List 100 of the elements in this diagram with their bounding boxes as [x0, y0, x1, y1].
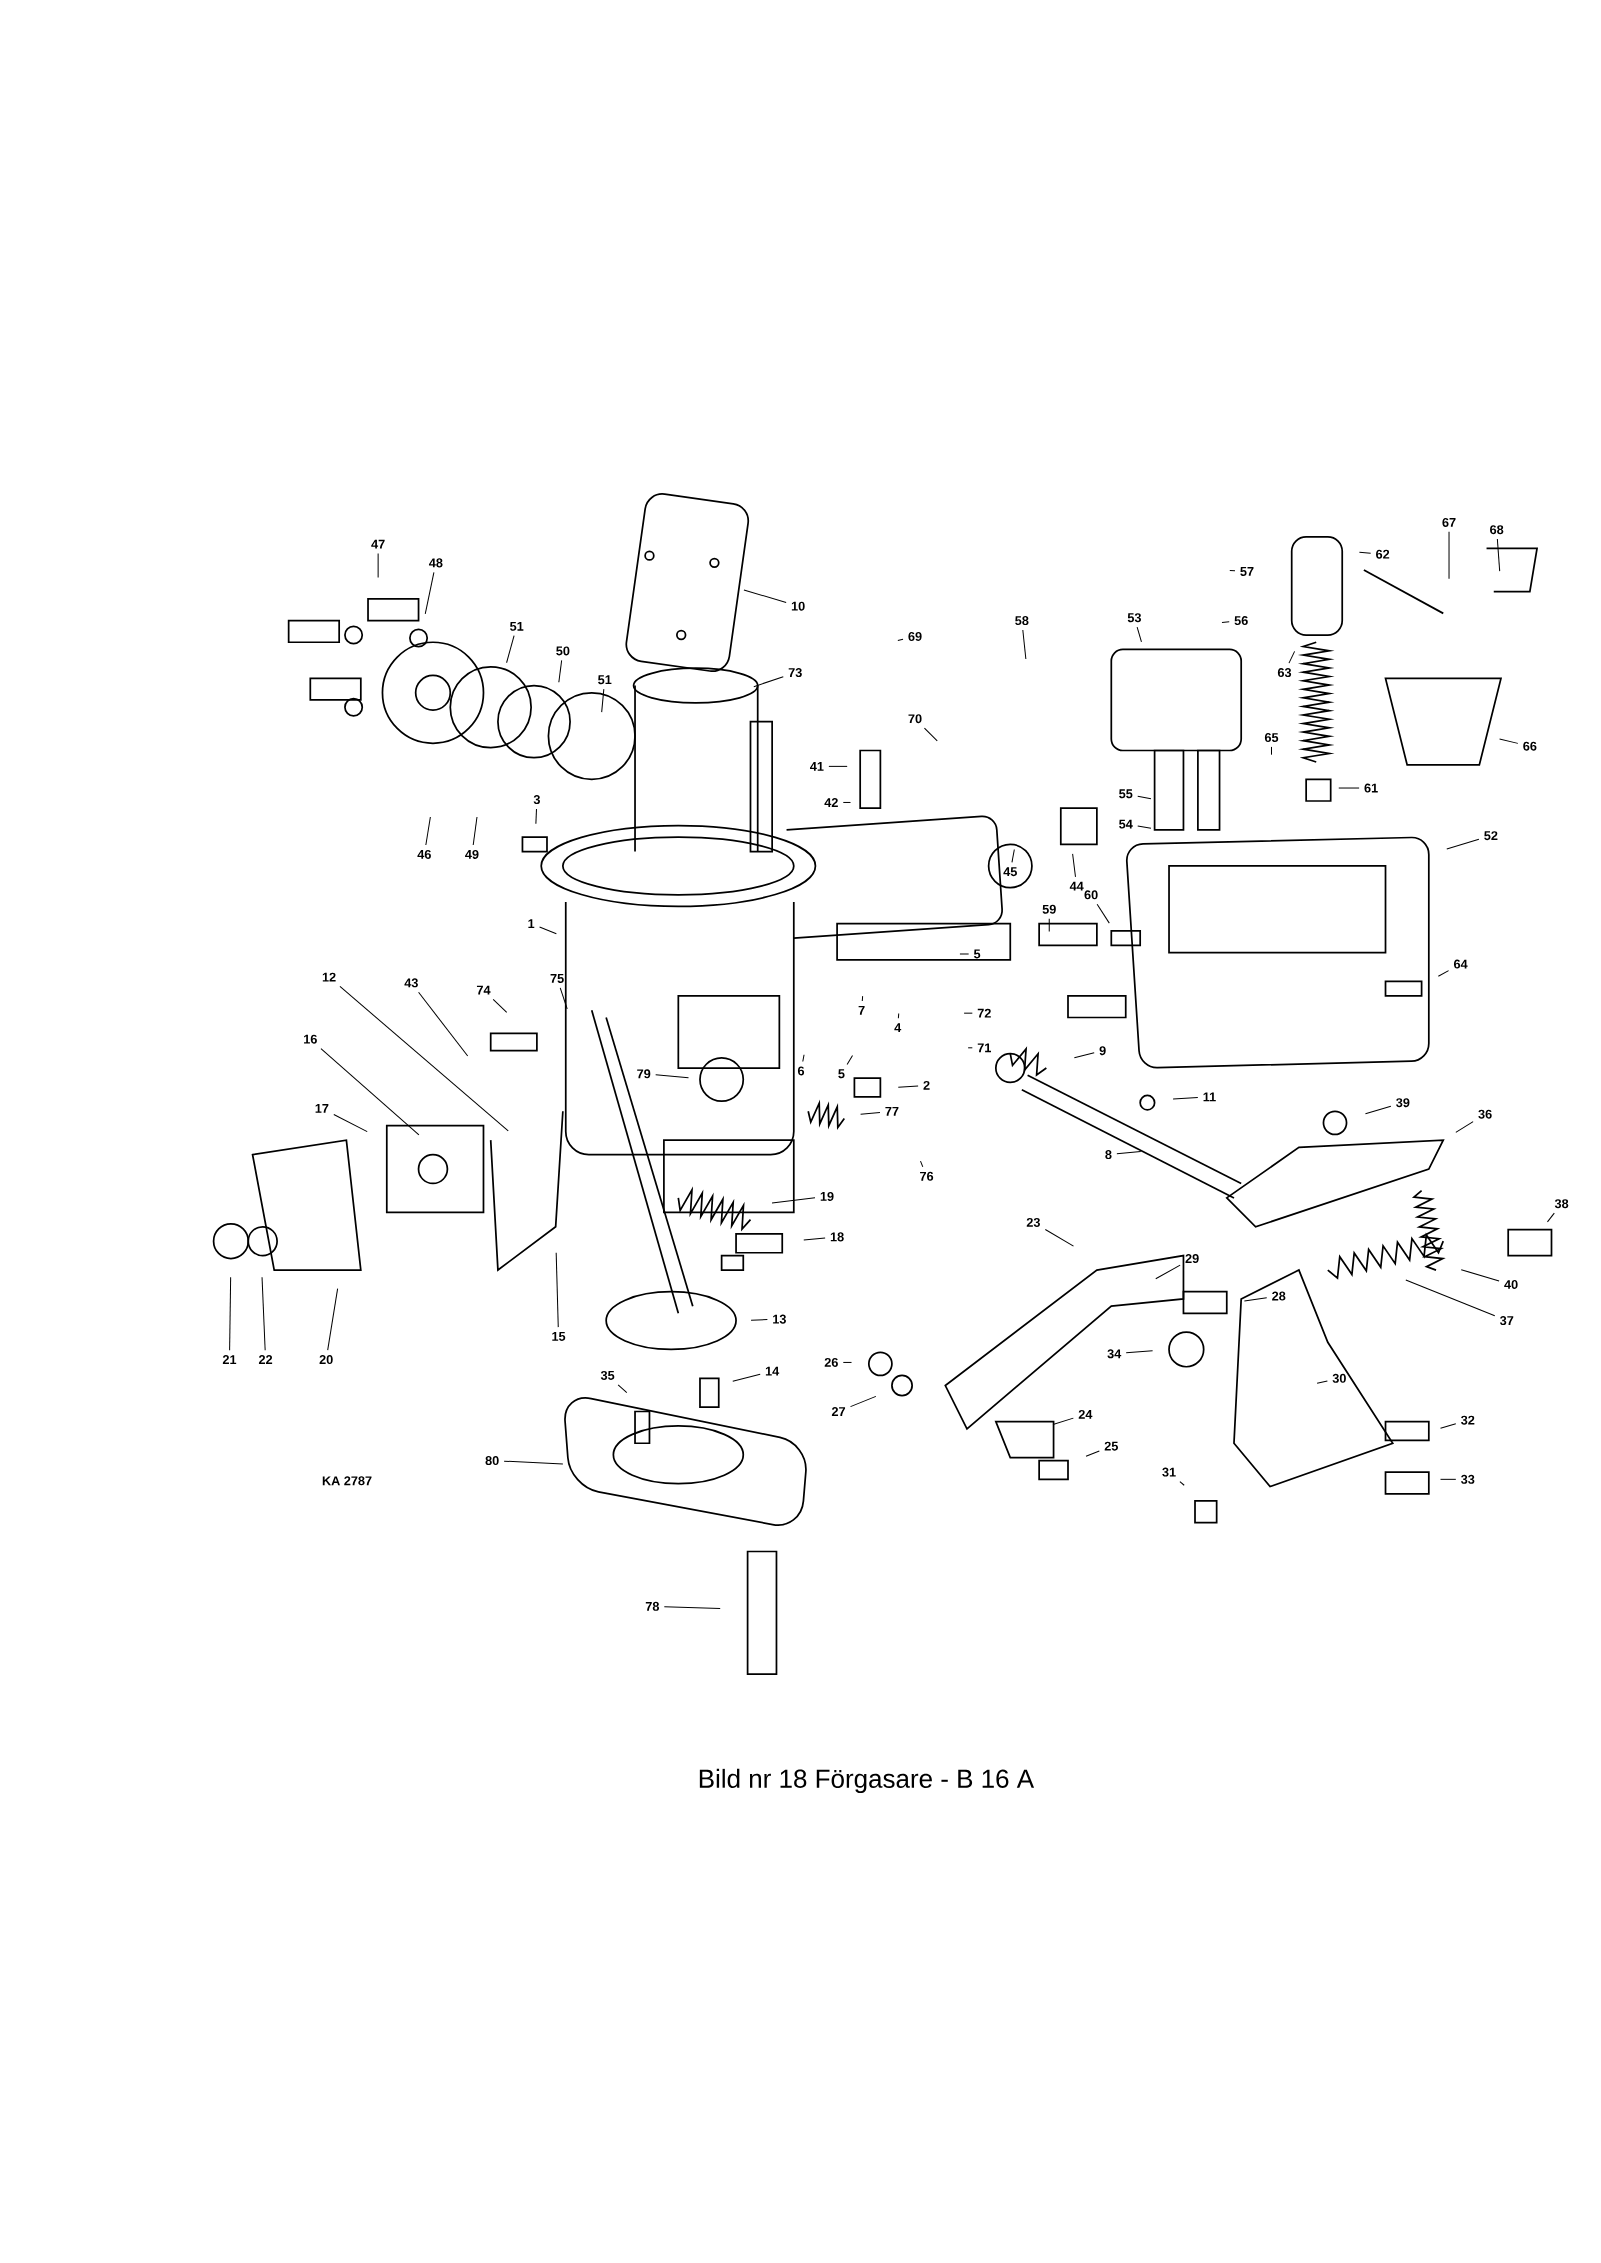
leader-line — [327, 1288, 339, 1351]
leader-line — [1440, 1423, 1457, 1429]
callout-number: 20 — [319, 1355, 333, 1365]
callout-number: 33 — [1461, 1474, 1475, 1484]
leader-line — [1179, 1481, 1185, 1486]
caption: Bild nr 18 Förgasare - B 16 A — [700, 1768, 1035, 1794]
callout-number: 35 — [601, 1370, 615, 1380]
callout-number: 66 — [1523, 741, 1537, 751]
leader-line — [1455, 1121, 1474, 1133]
leader-line — [377, 552, 379, 578]
leader-line — [1172, 1097, 1199, 1100]
leader-line — [1011, 849, 1016, 863]
leader-line — [750, 1319, 769, 1321]
callout-number: 67 — [1442, 517, 1456, 527]
callout-number: 56 — [1234, 616, 1248, 626]
callout-number: 32 — [1461, 1415, 1475, 1425]
callout-number: 48 — [429, 558, 443, 568]
callout-number: 76 — [920, 1171, 934, 1181]
leader-line — [860, 1111, 881, 1115]
leader-line — [1072, 853, 1077, 878]
callout-number: 40 — [1504, 1280, 1518, 1289]
callout-number: 49 — [465, 849, 479, 859]
leader-line — [229, 1276, 232, 1351]
callout-number: 44 — [1070, 881, 1084, 891]
callout-number: 24 — [1078, 1409, 1093, 1419]
callout-number: 58 — [1015, 616, 1029, 626]
callout-number: 23 — [1026, 1217, 1041, 1227]
leader-line — [1446, 838, 1480, 850]
leader-line — [424, 571, 435, 615]
callout-number: 31 — [1162, 1467, 1176, 1477]
callout-number: 6 — [798, 1066, 805, 1076]
callout-number: 5 — [974, 949, 981, 959]
callout-number: 8 — [1105, 1150, 1112, 1160]
callout-number: 41 — [810, 762, 824, 771]
leader-line — [1045, 1229, 1075, 1247]
callout-number: 55 — [1119, 789, 1133, 799]
leader-line — [1074, 1052, 1095, 1059]
callout-number: 42 — [824, 798, 839, 807]
leader-line — [418, 991, 469, 1057]
leader-line — [920, 1160, 924, 1168]
leader-line — [862, 995, 864, 1002]
callout-number: 69 — [908, 632, 922, 641]
leader-line — [1316, 1380, 1329, 1384]
callout-number: 17 — [315, 1104, 329, 1113]
leader-line — [1271, 746, 1273, 756]
callout-number: 51 — [510, 621, 524, 631]
drawing-number: KA 2787 — [323, 1476, 372, 1486]
callout-number: 57 — [1240, 567, 1254, 576]
callout-number: 21 — [223, 1355, 237, 1364]
callout-number: 22 — [259, 1355, 273, 1364]
callout-number: 45 — [1003, 867, 1018, 877]
leader-line — [535, 808, 538, 825]
callout-number: 79 — [637, 1069, 651, 1079]
leader-line — [1547, 1212, 1555, 1223]
callout-number: 78 — [646, 1601, 660, 1611]
leader-line — [771, 1197, 816, 1204]
leader-line — [425, 816, 432, 846]
leader-line — [664, 1606, 721, 1610]
leader-line — [472, 816, 478, 846]
leader-line — [503, 1460, 564, 1465]
callout-number: 63 — [1278, 668, 1292, 678]
leader-line — [506, 635, 515, 664]
leader-line — [539, 926, 558, 935]
leader-line — [1221, 621, 1230, 624]
leader-line — [1497, 538, 1501, 572]
leader-line — [559, 987, 568, 1010]
leader-line — [339, 985, 509, 1132]
leader-line — [843, 1361, 853, 1363]
callout-number: 10 — [792, 601, 805, 611]
leader-line — [1155, 1264, 1181, 1280]
leader-line — [1136, 626, 1143, 643]
callout-number: 68 — [1490, 525, 1504, 535]
callout-number: 74 — [477, 985, 491, 995]
callout-number: 71 — [978, 1043, 992, 1053]
leader-line — [743, 589, 787, 604]
callout-number: 72 — [978, 1008, 992, 1018]
leader-line — [843, 801, 852, 803]
callout-number: 25 — [1104, 1441, 1119, 1451]
callout-number: 14 — [766, 1366, 780, 1376]
callout-number: 26 — [824, 1357, 839, 1367]
leader-line — [1448, 531, 1450, 580]
leader-line — [1085, 1450, 1101, 1457]
callout-number: 73 — [788, 668, 803, 678]
leader-line — [558, 659, 563, 683]
leader-line — [1052, 1417, 1075, 1425]
leader-line — [492, 998, 508, 1013]
callout-number: 80 — [485, 1456, 499, 1466]
callout-number: 61 — [1364, 783, 1378, 793]
callout-number: 54 — [1119, 819, 1133, 829]
leader-line — [655, 1074, 690, 1079]
leader-line — [1365, 1105, 1392, 1115]
callout-number: 39 — [1396, 1098, 1410, 1108]
callout-number: 53 — [1127, 613, 1142, 623]
leader-line — [601, 688, 605, 713]
callout-number: 13 — [773, 1314, 787, 1324]
leader-line — [732, 1373, 761, 1382]
leader-line — [1244, 1297, 1268, 1302]
callout-number: 9 — [1099, 1046, 1106, 1056]
leader-line — [753, 676, 784, 688]
callout-number: 51 — [598, 675, 612, 685]
